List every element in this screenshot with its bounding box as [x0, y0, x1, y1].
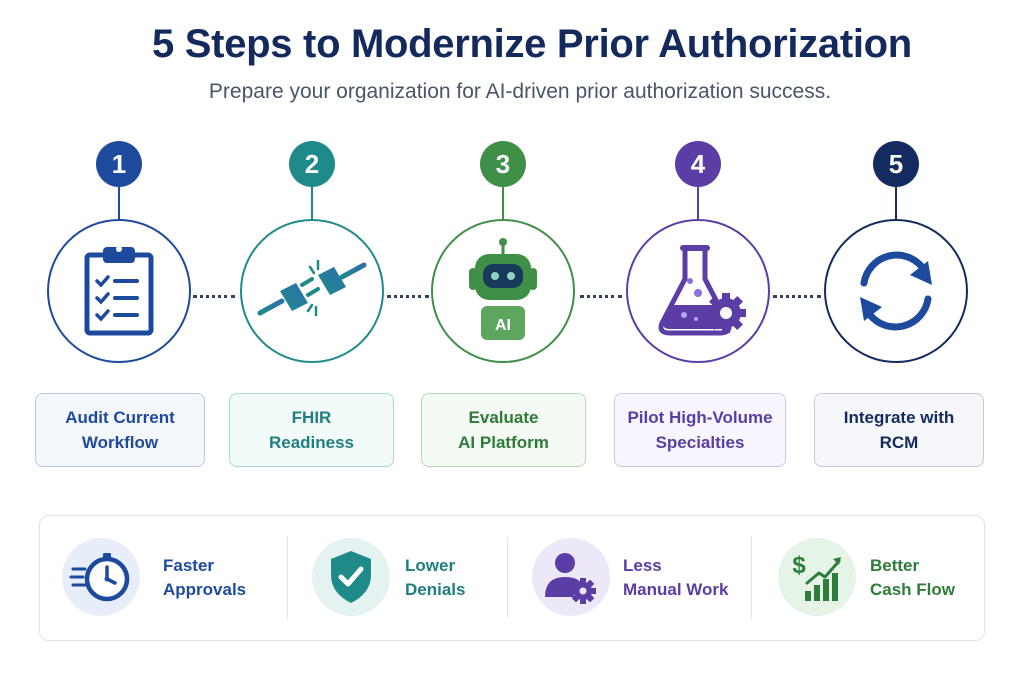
divider — [287, 537, 288, 619]
step-number-badge: 3 — [480, 141, 526, 187]
connector-1-2 — [193, 295, 235, 298]
step-stem — [895, 187, 897, 220]
svg-text:AI: AI — [495, 317, 511, 334]
divider — [507, 537, 508, 619]
flask-gear-icon — [658, 245, 746, 336]
plug-connect-icon — [257, 259, 367, 317]
step-icon-circle — [824, 219, 968, 363]
user-gear-icon — [545, 553, 596, 604]
step-stem — [502, 187, 504, 220]
divider — [751, 537, 752, 619]
step-number-badge: 5 — [873, 141, 919, 187]
connector-2-3 — [387, 295, 429, 298]
benefit-icon-circle — [62, 538, 140, 616]
step-number-badge: 4 — [675, 141, 721, 187]
step-icon-circle — [240, 219, 384, 363]
step-icon-circle — [47, 219, 191, 363]
benefit-icon-circle — [312, 538, 390, 616]
step-number-badge: 1 — [96, 141, 142, 187]
step-number-badge: 2 — [289, 141, 335, 187]
ai-robot-icon: AI — [469, 238, 537, 340]
connector-3-4 — [580, 295, 622, 298]
svg-text:$: $ — [792, 552, 806, 579]
step-icon-circle — [626, 219, 770, 363]
benefit-icon-circle — [532, 538, 610, 616]
page-subtitle: Prepare your organization for AI-driven … — [208, 80, 832, 103]
cycle-arrows-icon — [860, 251, 932, 331]
page-title: 5 Steps to Modernize Prior Authorization — [152, 22, 912, 66]
step-stem — [118, 187, 120, 220]
shield-check-icon — [331, 551, 371, 603]
stopwatch-icon — [69, 553, 130, 602]
step-stem — [311, 187, 313, 220]
benefit-icon-circle: $ — [778, 538, 856, 616]
dollar-growth-chart-icon: $ — [792, 552, 841, 601]
clipboard-checklist-icon — [84, 246, 154, 336]
step-icon-circle: AI — [431, 219, 575, 363]
connector-4-5 — [773, 295, 821, 298]
step-stem — [697, 187, 699, 220]
